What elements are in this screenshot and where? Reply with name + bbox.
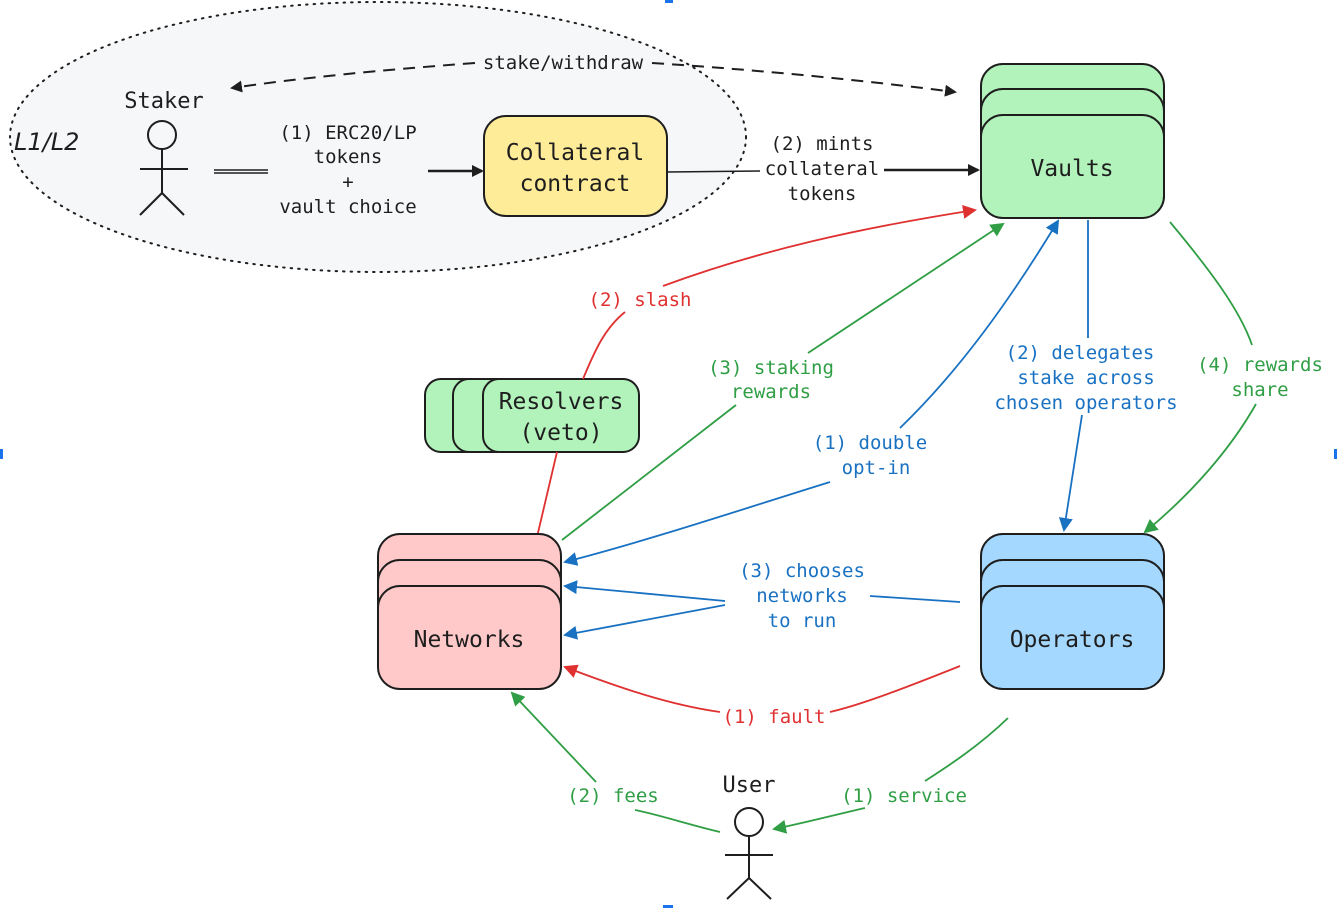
edge-slash[interactable]	[536, 204, 977, 538]
svg-text:tokens: tokens	[788, 183, 857, 205]
svg-text:rewards: rewards	[731, 381, 811, 403]
edge-double-opt-in[interactable]	[563, 219, 1060, 566]
edge-label-staking-rewards: (3) staking rewards	[708, 357, 834, 403]
operators-label: Operators	[1010, 627, 1135, 653]
svg-text:(2) mints: (2) mints	[771, 133, 874, 155]
edge-delegates[interactable]	[1058, 220, 1089, 532]
user-icon[interactable]	[725, 807, 773, 900]
operators-node[interactable]: Operators	[980, 533, 1165, 690]
resolvers-label-line1: Resolvers	[499, 389, 624, 415]
collateral-label-line2: contract	[520, 171, 631, 197]
svg-text:(3) chooses: (3) chooses	[739, 560, 865, 582]
zone-label: L1/L2	[14, 128, 79, 156]
svg-text:collateral: collateral	[765, 158, 879, 180]
edge-rewards-share[interactable]	[1143, 221, 1257, 534]
edge-label-fees: (2) fees	[567, 785, 659, 807]
svg-text:tokens: tokens	[314, 146, 383, 168]
edge-fault[interactable]	[563, 664, 961, 713]
svg-text:opt-in: opt-in	[842, 457, 911, 479]
selection-handle-right[interactable]	[1334, 449, 1337, 459]
svg-text:networks: networks	[756, 585, 848, 607]
edge-label-chooses-networks: (3) chooses networks to run	[739, 560, 865, 632]
edge-label-slash: (2) slash	[589, 289, 692, 311]
selection-handle-top[interactable]	[665, 0, 673, 3]
vaults-node[interactable]: Vaults	[980, 63, 1165, 219]
svg-text:(2) delegates: (2) delegates	[1006, 342, 1155, 364]
svg-text:vault choice: vault choice	[279, 196, 416, 218]
edge-fees[interactable]	[510, 691, 721, 833]
svg-text:share: share	[1231, 379, 1288, 401]
svg-text:(1) double: (1) double	[813, 432, 927, 454]
edge-erc20[interactable]	[214, 165, 484, 177]
resolvers-label-line2: (veto)	[519, 420, 602, 446]
edge-label-service: (1) service	[841, 785, 967, 807]
svg-text:(1) ERC20/LP: (1) ERC20/LP	[279, 122, 416, 144]
svg-text:+: +	[342, 171, 353, 193]
edge-label-delegates: (2) delegates stake across chosen operat…	[994, 342, 1177, 414]
edge-label-stake-withdraw: stake/withdraw	[483, 52, 644, 74]
svg-text:stake across: stake across	[1017, 367, 1154, 389]
svg-text:chosen operators: chosen operators	[994, 392, 1177, 414]
collateral-contract-node[interactable]: Collateral contract	[483, 115, 668, 217]
edge-chooses-networks[interactable]	[563, 580, 961, 640]
staker-icon[interactable]	[139, 120, 188, 216]
edge-mints[interactable]	[666, 164, 980, 176]
edge-label-rewards-share: (4) rewards share	[1197, 354, 1323, 401]
edge-stake-withdraw[interactable]	[230, 62, 957, 97]
collateral-label-line1: Collateral	[506, 140, 644, 166]
networks-node[interactable]: Networks	[377, 533, 562, 690]
edge-label-erc20: (1) ERC20/LP tokens + vault choice	[279, 122, 416, 218]
svg-text:(4) rewards: (4) rewards	[1197, 354, 1323, 376]
networks-label: Networks	[414, 627, 525, 653]
staker-label: Staker	[124, 89, 203, 114]
selection-handle-bottom[interactable]	[663, 905, 673, 908]
selection-handle-left[interactable]	[0, 449, 3, 459]
edge-label-mints: (2) mints collateral tokens	[765, 133, 879, 205]
edge-label-double-opt-in: (1) double opt-in	[813, 432, 927, 479]
svg-text:(3) staking: (3) staking	[708, 357, 834, 379]
svg-text:to run: to run	[768, 610, 837, 632]
vaults-label: Vaults	[1030, 156, 1113, 182]
edge-service[interactable]	[772, 717, 1009, 834]
edge-label-fault: (1) fault	[723, 706, 826, 728]
user-label: User	[723, 773, 776, 798]
edge-staking-rewards[interactable]	[561, 222, 1005, 541]
resolvers-node[interactable]: Resolvers (veto)	[424, 378, 640, 453]
